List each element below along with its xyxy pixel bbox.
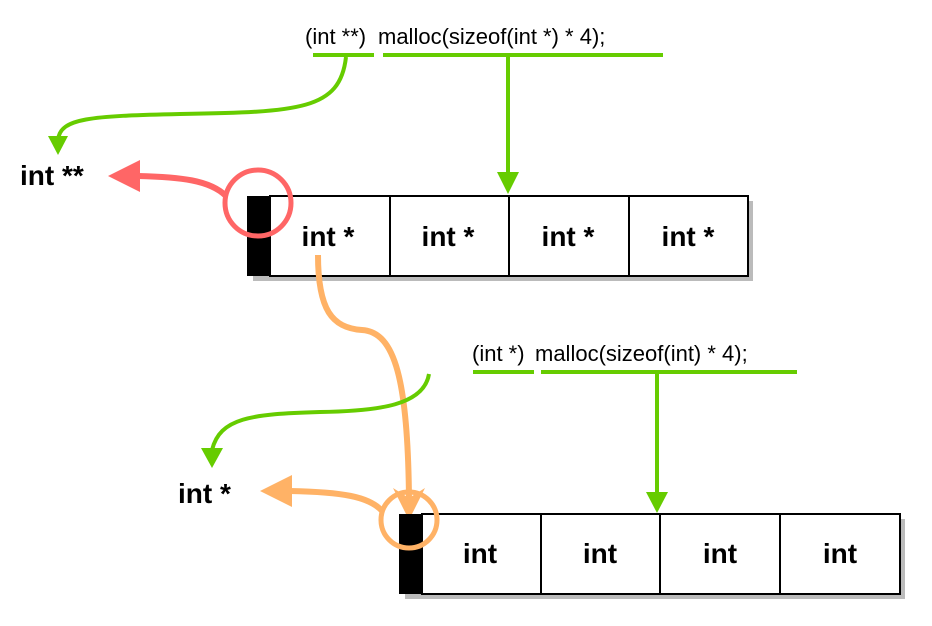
top-cell (389, 195, 510, 277)
bottom-malloc-code: malloc(sizeof(int) * 4); (535, 341, 748, 366)
top-address-circle (222, 167, 294, 239)
bottom-array-head (399, 514, 422, 594)
top-malloc-code: malloc(sizeof(int *) * 4); (378, 24, 605, 49)
bottom-cell (779, 513, 901, 595)
bottom-cast-arrowhead-icon (201, 448, 223, 468)
bottom-cell-label: int (823, 538, 857, 569)
element-pointer-arrowhead-icon (393, 488, 425, 520)
element-pointer-arrow (315, 254, 412, 501)
top-pointer-label: int ** (20, 160, 84, 191)
top-cast-arrowhead-icon (48, 136, 68, 155)
top-pointer-arrow (137, 173, 229, 199)
top-cell (628, 195, 749, 277)
top-cell-label: int * (422, 221, 475, 252)
bottom-cell-label: int (463, 538, 497, 569)
bottom-cast-arrow (210, 373, 431, 451)
bottom-address-circle (378, 489, 440, 551)
bottom-cell (540, 513, 661, 595)
top-cast-arrow (56, 56, 348, 141)
top-cell (508, 195, 630, 277)
bottom-cell (659, 513, 781, 595)
bottom-pointer-arrowhead-icon (260, 475, 292, 507)
top-cell-label: int * (662, 221, 715, 252)
top-array: int * int * int * int * (269, 195, 749, 277)
bottom-cell (421, 513, 542, 595)
bottom-pointer-arrow (289, 488, 386, 515)
top-malloc-arrowhead-icon (497, 172, 519, 194)
bottom-array: int int int int (421, 513, 901, 595)
bottom-code: (int *) malloc(sizeof(int) * 4); (472, 341, 748, 366)
bottom-cell-label: int (703, 538, 737, 569)
bottom-cell-label: int (583, 538, 617, 569)
top-code: (int **) malloc(sizeof(int *) * 4); (305, 24, 605, 49)
bottom-malloc-arrowhead-icon (646, 492, 668, 513)
top-cell-label: int * (542, 221, 595, 252)
top-cell-label: int * (302, 221, 355, 252)
top-pointer-arrowhead-icon (108, 160, 140, 192)
bottom-pointer-label: int * (178, 478, 231, 509)
bottom-cast-code: (int *) (472, 341, 525, 366)
top-cast-code: (int **) (305, 24, 366, 49)
